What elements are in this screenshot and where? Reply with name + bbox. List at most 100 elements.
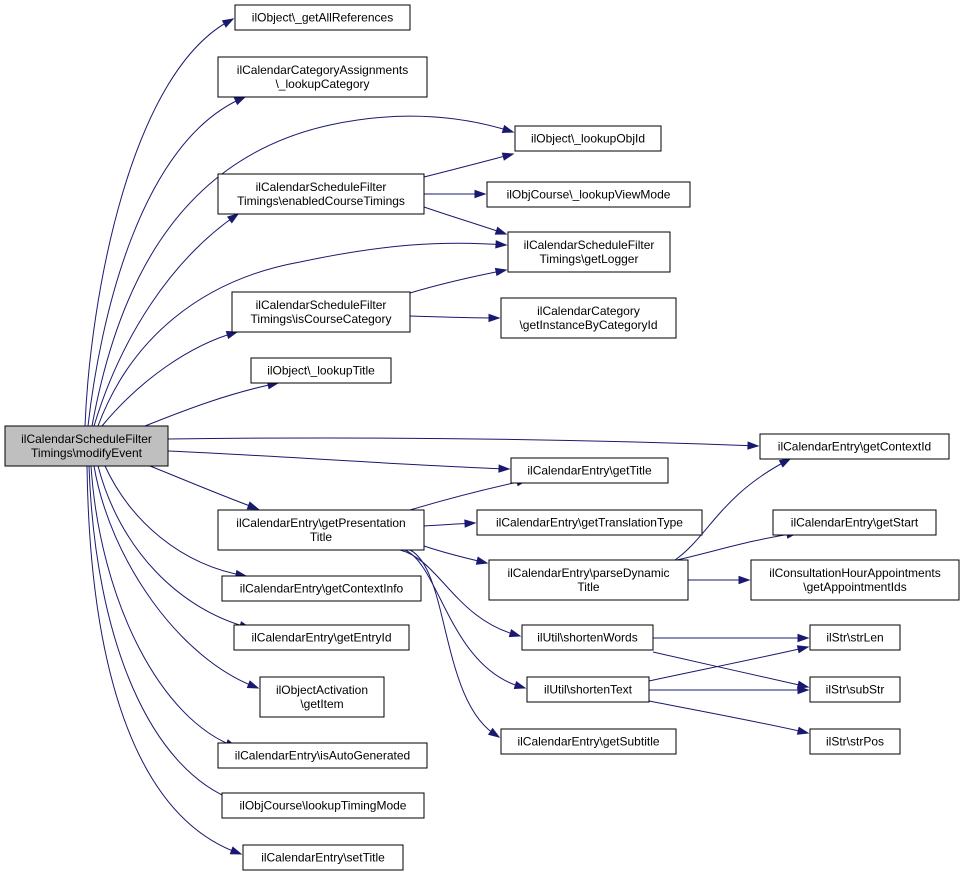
edge-root-to-lookupTimingMode-line — [88, 465, 237, 802]
node-strLen[interactable]: ilStr\strLen — [809, 624, 901, 651]
node-lookupViewMode-label-0: ilObjCourse\_lookupViewMode — [507, 188, 671, 202]
node-setTitle-box — [242, 844, 404, 871]
edge-root-to-lookupTitle-line — [144, 382, 279, 427]
node-isCourseCategory-box — [231, 291, 411, 333]
node-getTitle[interactable]: ilCalendarEntry\getTitle — [510, 457, 669, 484]
node-shortenWords[interactable]: ilUtil\shortenWords — [521, 624, 654, 651]
node-getContextInfo[interactable]: ilCalendarEntry\getContextInfo — [221, 575, 422, 602]
edge-root-to-getItem-arrowhead — [246, 680, 260, 689]
edge-root-to-getPresentationTitle-line — [149, 465, 259, 510]
node-shortenText[interactable]: ilUtil\shortenText — [526, 676, 650, 703]
node-subStr[interactable]: ilStr\subStr — [809, 676, 901, 703]
node-getTitle-box — [510, 457, 669, 484]
node-isAutoGenerated[interactable]: ilCalendarEntry\isAutoGenerated — [217, 742, 428, 769]
edge-parseDynamicTitle-to-getContextId-arrowhead — [778, 458, 792, 468]
edge-root-to-getTitle-line — [167, 450, 510, 470]
node-getSubtitle-label-0: ilCalendarEntry\getSubtitle — [517, 735, 659, 749]
edge-parseDynamicTitle-to-getContextId — [674, 458, 792, 561]
node-getPresentationTitle-label-1: Title — [310, 530, 333, 544]
node-getContextInfo-label-0: ilCalendarEntry\getContextInfo — [240, 582, 404, 596]
edge-getPresentationTitle-to-getSubtitle-line — [409, 549, 500, 738]
edge-root-to-setTitle — [86, 465, 243, 855]
node-getAllReferences-label-0: ilObject\_getAllReferences — [252, 11, 393, 25]
edge-shortenText-to-strPos — [648, 700, 810, 735]
node-getStart-label-0: ilCalendarEntry\getStart — [791, 516, 919, 530]
edge-enabledCourseTimings-to-lookupObjId-line — [423, 153, 514, 178]
edge-getPresentationTitle-to-getSubtitle-arrowhead — [487, 727, 501, 738]
edge-shortenWords-to-subStr — [652, 651, 810, 689]
edge-root-to-getLogger-line — [97, 242, 507, 427]
edge-isCourseCategory-to-getInstanceByCategoryId — [409, 313, 501, 323]
node-getSubtitle[interactable]: ilCalendarEntry\getSubtitle — [500, 728, 677, 755]
edge-shortenWords-to-subStr-line — [652, 651, 809, 688]
node-lookupObjId[interactable]: ilObject\_lookupObjId — [514, 125, 662, 152]
node-getContextInfo-box — [221, 575, 422, 602]
node-getEntryId-box — [233, 624, 410, 651]
edge-root-to-isAutoGenerated-line — [90, 465, 237, 748]
edge-root-to-enabledCourseTimings-line — [93, 213, 239, 427]
edges-layer — [84, 18, 810, 855]
node-getItem[interactable]: ilObjectActivation\getItem — [259, 676, 385, 718]
node-enabledCourseTimings-label-0: ilCalendarScheduleFilter — [256, 180, 387, 194]
edge-isCourseCategory-to-getLogger-arrowhead — [494, 267, 508, 277]
node-strPos-box — [809, 728, 901, 755]
node-getAllReferences[interactable]: ilObject\_getAllReferences — [234, 4, 411, 31]
node-getTranslationType-label-0: ilCalendarEntry\getTranslationType — [496, 516, 683, 530]
edge-root-to-getAllReferences-line — [84, 18, 234, 427]
edge-parseDynamicTitle-to-getStart-line — [676, 532, 798, 561]
node-getLogger[interactable]: ilCalendarScheduleFilterTimings\getLogge… — [507, 231, 671, 273]
node-getEntryId-label-0: ilCalendarEntry\getEntryId — [251, 631, 391, 645]
node-getInstanceByCategoryId[interactable]: ilCalendarCategory\getInstanceByCategory… — [500, 297, 677, 339]
node-enabledCourseTimings-label-1: Timings\enabledCourseTimings — [237, 194, 405, 208]
node-getStart[interactable]: ilCalendarEntry\getStart — [772, 509, 937, 536]
edge-shortenWords-to-subStr-arrowhead — [796, 680, 810, 689]
node-getInstanceByCategoryId-label-1: \getInstanceByCategoryId — [519, 318, 657, 332]
node-lookupObjId-label-0: ilObject\_lookupObjId — [531, 132, 645, 146]
node-isAutoGenerated-label-0: ilCalendarEntry\isAutoGenerated — [235, 749, 410, 763]
edge-root-to-getLogger-arrowhead — [495, 240, 508, 249]
node-getItem-box — [259, 676, 385, 718]
node-lookupViewMode-box — [486, 181, 691, 208]
edge-root-to-getTitle — [167, 450, 511, 473]
node-root[interactable]: ilCalendarScheduleFilterTimings\modifyEv… — [4, 425, 169, 467]
node-lookupCategory[interactable]: ilCalendarCategoryAssignments\_lookupCat… — [217, 56, 428, 98]
edge-shortenWords-to-strLen — [652, 633, 810, 643]
node-parseDynamicTitle-box — [488, 559, 689, 601]
edge-getPresentationTitle-to-parseDynamicTitle-arrowhead — [475, 556, 489, 565]
node-setTitle[interactable]: ilCalendarEntry\setTitle — [242, 844, 404, 871]
edge-getPresentationTitle-to-shortenText — [404, 549, 527, 689]
node-enabledCourseTimings[interactable]: ilCalendarScheduleFilterTimings\enabledC… — [217, 173, 425, 215]
edge-root-to-lookupTimingMode — [88, 465, 238, 802]
node-getItem-label-0: ilObjectActivation — [276, 683, 368, 697]
node-lookupTitle[interactable]: ilObject\_lookupTitle — [250, 357, 392, 384]
node-isCourseCategory[interactable]: ilCalendarScheduleFilterTimings\isCourse… — [231, 291, 411, 333]
node-getAppointmentIds-label-0: ilConsultationHourAppointments — [769, 566, 940, 580]
node-lookupTitle-label-0: ilObject\_lookupTitle — [267, 364, 375, 378]
edge-root-to-getPresentationTitle — [149, 465, 260, 510]
edge-getPresentationTitle-to-getTranslationType — [423, 519, 477, 528]
node-strPos[interactable]: ilStr\strPos — [809, 728, 901, 755]
node-getEntryId[interactable]: ilCalendarEntry\getEntryId — [233, 624, 410, 651]
node-parseDynamicTitle-label-1: Title — [577, 580, 600, 594]
node-getAppointmentIds[interactable]: ilConsultationHourAppointments\getAppoin… — [750, 559, 960, 601]
node-getContextId-label-0: ilCalendarEntry\getContextId — [778, 440, 931, 454]
node-getContextId[interactable]: ilCalendarEntry\getContextId — [759, 433, 950, 460]
edge-root-to-setTitle-arrowhead — [229, 846, 243, 855]
edge-enabledCourseTimings-to-lookupObjId-arrowhead — [501, 152, 515, 161]
node-lookupObjId-box — [514, 125, 662, 152]
edge-isCourseCategory-to-getInstanceByCategoryId-line — [409, 315, 500, 319]
edge-root-to-getContextId-line — [167, 437, 759, 447]
edge-getPresentationTitle-to-getSubtitle — [409, 549, 501, 738]
edge-root-to-enabledCourseTimings-arrowhead — [226, 213, 240, 224]
edge-getPresentationTitle-to-getTranslationType-arrowhead — [464, 519, 477, 528]
node-lookupTimingMode[interactable]: ilObjCourse\lookupTimingMode — [221, 792, 425, 819]
node-getTranslationType[interactable]: ilCalendarEntry\getTranslationType — [476, 509, 703, 536]
edge-root-to-lookupObjId-line — [91, 115, 514, 427]
node-getTitle-label-0: ilCalendarEntry\getTitle — [527, 464, 652, 478]
edge-root-to-getAllReferences — [84, 18, 235, 427]
edge-getPresentationTitle-to-getTitle — [409, 478, 529, 511]
node-lookupViewMode[interactable]: ilObjCourse\_lookupViewMode — [486, 181, 691, 208]
edge-isCourseCategory-to-getLogger-line — [409, 269, 507, 294]
